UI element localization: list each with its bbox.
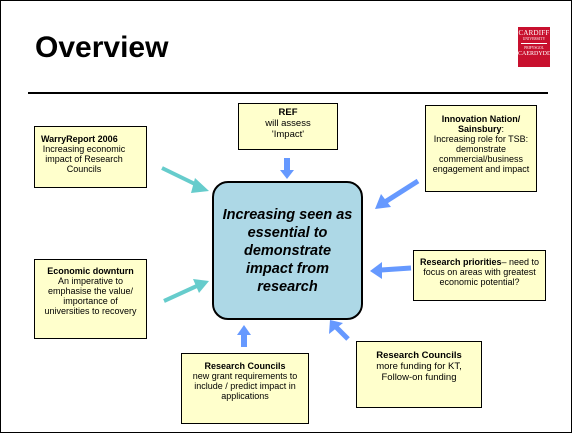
innovation-heading: Innovation Nation/ Sainsbury [441, 114, 521, 134]
innovation-nation-box: Innovation Nation/ Sainsbury: Increasing… [425, 105, 537, 192]
central-statement: Increasing seen as essential to demonstr… [212, 181, 363, 320]
arrow-innovation [375, 178, 420, 209]
logo-line-1: CARDIFF [518, 29, 550, 37]
logo-line-4: CAERDYDD [518, 51, 550, 57]
logo-divider [521, 43, 547, 44]
arrow-ref [280, 158, 294, 179]
innovation-heading-wrap: Innovation Nation/ Sainsbury: [429, 114, 533, 134]
warry-report-box: WarryReport 2006 Increasing economic imp… [34, 126, 147, 188]
arrow-rc-grant [237, 325, 251, 347]
priorities-text: Research priorities– need to focus on ar… [420, 257, 539, 287]
arrow-warry [161, 166, 209, 193]
arrow-rc-funding [329, 320, 350, 341]
title-divider [28, 92, 548, 94]
ref-body: will assess 'Impact' [265, 118, 311, 140]
research-councils-funding-box: Research Councils more funding for KT, F… [356, 341, 482, 408]
priorities-heading: Research priorities [419, 257, 502, 267]
slide-title: Overview [35, 31, 169, 64]
priorities-body: – need to focus on areas with greatest e… [423, 257, 540, 287]
downturn-heading: Economic downturn [47, 266, 134, 276]
innovation-colon: : [501, 124, 505, 134]
research-councils-grant-box: Research Councils new grant requirements… [181, 353, 309, 424]
rc-grant-heading: Research Councils [204, 361, 286, 371]
innovation-body: Increasing role for TSB: demonstrate com… [432, 134, 530, 174]
economic-downturn-box: Economic downturn An imperative to empha… [34, 259, 147, 339]
central-statement-text: Increasing seen as essential to demonstr… [222, 206, 353, 295]
warry-heading: WarryReport 2006 [41, 134, 118, 144]
warry-body: Increasing economic impact of Research C… [42, 144, 126, 174]
arrow-downturn [163, 279, 209, 303]
cardiff-university-logo: CARDIFF UNIVERSITY PRIFYSGOL CAERDYDD [518, 27, 550, 67]
ref-heading: REF [278, 107, 298, 118]
rc-funding-body: more funding for KT, Follow-on funding [376, 361, 462, 383]
logo-line-2: UNIVERSITY [522, 37, 546, 41]
logo-line-3: PRIFYSGOL [524, 46, 544, 50]
ref-box: REF will assess 'Impact' [238, 103, 338, 150]
arrow-priorities [370, 262, 412, 279]
rc-funding-heading: Research Councils [376, 350, 462, 361]
research-priorities-box: Research priorities– need to focus on ar… [413, 250, 546, 301]
downturn-body: An imperative to emphasise the value/ im… [44, 276, 137, 316]
rc-grant-body: new grant requirements to include / pred… [192, 371, 298, 401]
